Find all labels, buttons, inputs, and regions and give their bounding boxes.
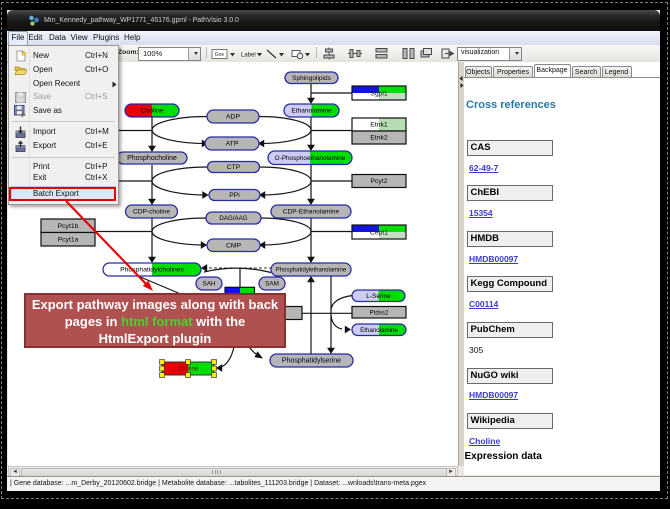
svg-text:Etnk2: Etnk2 bbox=[370, 135, 388, 142]
svg-text:Phosphocholine: Phosphocholine bbox=[127, 155, 177, 162]
svg-text:Gne: Gne bbox=[215, 52, 225, 58]
svg-text:DAG/AAG: DAG/AAG bbox=[219, 215, 247, 222]
svg-text:Pcyt2: Pcyt2 bbox=[371, 178, 388, 185]
svg-text:Etnk1: Etnk1 bbox=[370, 122, 388, 129]
svg-text:Ptdss2: Ptdss2 bbox=[370, 309, 389, 316]
svg-text:Label: Label bbox=[241, 52, 256, 58]
svg-text:ATP: ATP bbox=[226, 141, 239, 148]
svg-text:Sgpl1: Sgpl1 bbox=[370, 91, 388, 98]
svg-text:PPi: PPi bbox=[229, 192, 240, 199]
svg-text:SAH: SAH bbox=[203, 281, 216, 288]
svg-text:O-Phosphoethanolamine: O-Phosphoethanolamine bbox=[275, 155, 346, 162]
svg-text:Sphingolipids: Sphingolipids bbox=[292, 75, 331, 82]
svg-text:Ethanolamine: Ethanolamine bbox=[360, 327, 398, 334]
svg-text:Ethanolamine: Ethanolamine bbox=[291, 108, 332, 115]
svg-text:Phosphatidylethanolamine: Phosphatidylethanolamine bbox=[276, 268, 347, 274]
svg-text:Pcyt1b: Pcyt1b bbox=[58, 223, 79, 230]
svg-text:CTP: CTP bbox=[227, 164, 241, 171]
svg-text:ADP: ADP bbox=[226, 114, 240, 121]
svg-text:CMP: CMP bbox=[226, 242, 242, 249]
svg-text:Cept1: Cept1 bbox=[370, 230, 388, 237]
svg-text:CDP-Ethanolamine: CDP-Ethanolamine bbox=[283, 209, 340, 216]
svg-text:Phosphatidylcholines: Phosphatidylcholines bbox=[120, 267, 184, 274]
svg-text:Choline: Choline bbox=[178, 367, 199, 373]
svg-text:SAM: SAM bbox=[265, 281, 279, 288]
svg-text:Pcyt1a: Pcyt1a bbox=[58, 236, 79, 243]
svg-text:Choline: Choline bbox=[140, 108, 163, 115]
svg-text:L-Serine: L-Serine bbox=[366, 293, 391, 300]
svg-text:CDP-choline: CDP-choline bbox=[133, 209, 170, 216]
svg-text:Phosphatidylserine: Phosphatidylserine bbox=[282, 358, 341, 365]
